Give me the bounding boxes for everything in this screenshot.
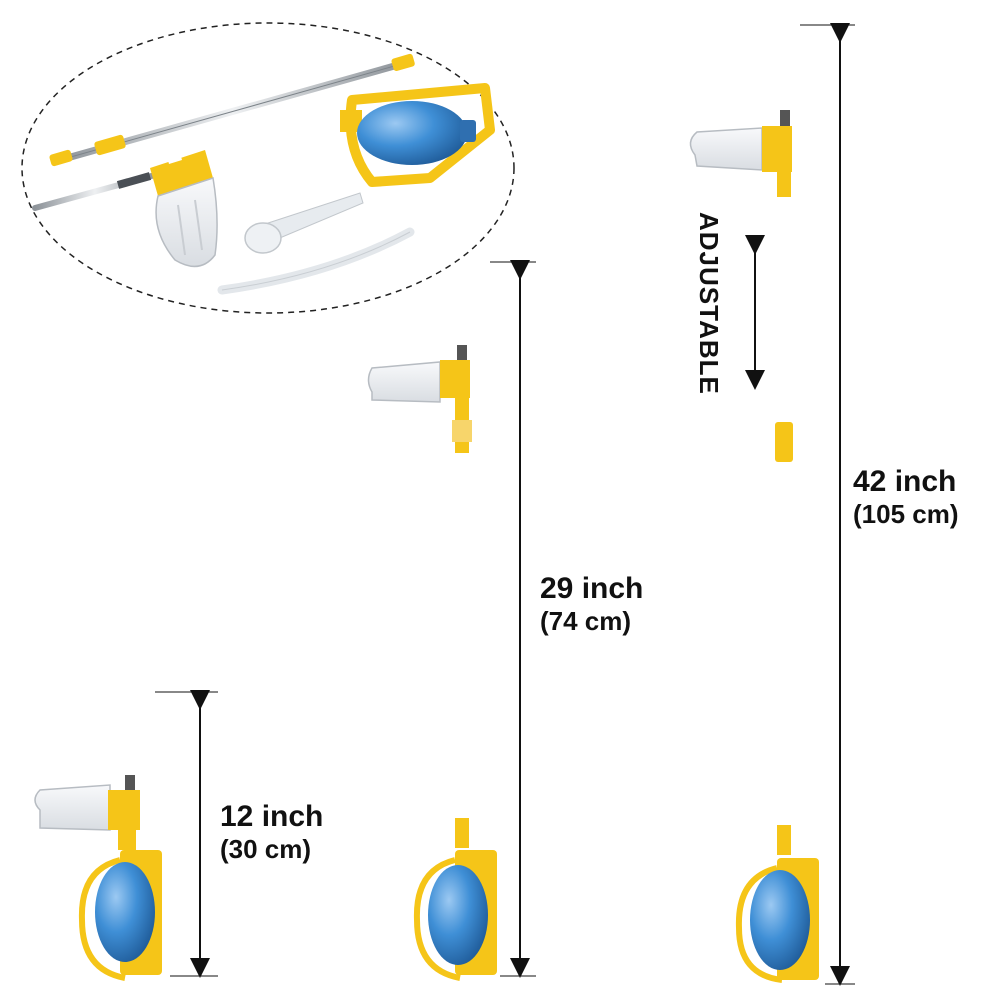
- dimension-long: [800, 23, 855, 986]
- length-cm-medium: (74 cm): [540, 605, 632, 636]
- drencher-short: [34, 692, 162, 981]
- adjustable-text: ADJUSTABLE: [694, 212, 724, 395]
- cup-part: [150, 146, 218, 268]
- drencher-long: [689, 25, 819, 983]
- scoop-part: [244, 192, 364, 254]
- drencher-medium: [367, 262, 497, 981]
- pump-part: [340, 83, 495, 187]
- length-label-medium: 29 inch (74 cm): [540, 572, 643, 636]
- tube-part: [217, 227, 415, 295]
- adjustable-label: ADJUSTABLE: [694, 212, 734, 412]
- length-cm-short: (30 cm): [220, 833, 312, 864]
- length-inch-short: 12 inch: [220, 800, 324, 833]
- length-cm-long: (105 cm): [853, 498, 959, 529]
- length-label-short: 12 inch (30 cm): [220, 800, 323, 864]
- length-inch-medium: 29 inch: [540, 572, 644, 605]
- parts-inset: [21, 22, 515, 314]
- rod-part-upper: [49, 53, 415, 167]
- dimension-short: [155, 690, 218, 978]
- length-inch-long: 42 inch: [853, 465, 957, 498]
- rod-part-lower: [32, 172, 158, 211]
- length-label-long: 42 inch (105 cm): [853, 465, 959, 529]
- dimension-medium: [490, 260, 536, 978]
